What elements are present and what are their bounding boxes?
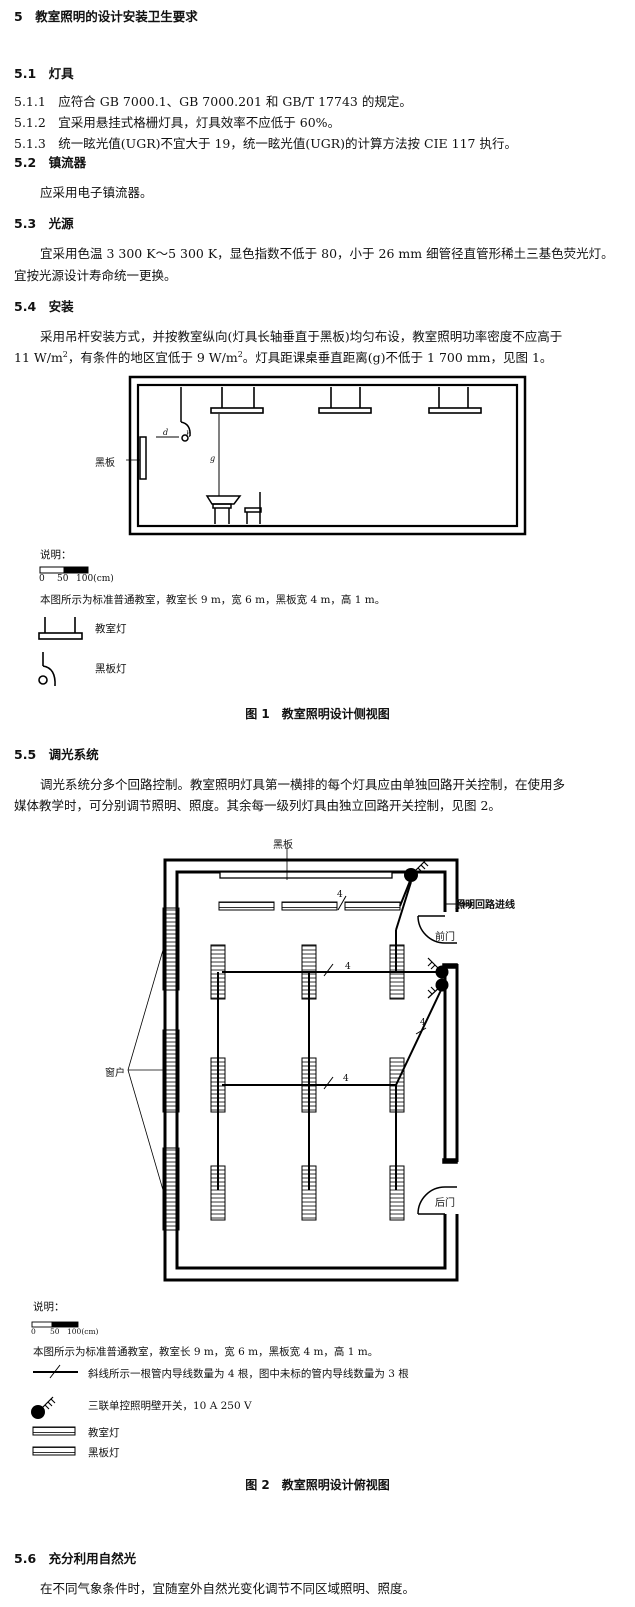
fig2-circuit-label: 照明回路进线 [455,900,515,911]
fig1-legend-classroom-lamp: 教室灯 [95,623,127,635]
fig1-legend-blackboard-lamp: 黑板灯 [95,663,127,675]
section-5-5-title: 5.5 调光系统 [14,747,99,762]
fig2-scale-50: 50 [50,1327,60,1336]
wire-slash-diag [415,1027,427,1035]
bb-wire-slash [337,895,347,911]
back-door-opening [443,1162,459,1214]
fig2-note: 本图所示为标准普通教室，教室长 9 m，宽 6 m，黑板宽 4 m，高 1 m。 [33,1346,379,1358]
fig1-scale-100: 100(cm) [76,574,114,584]
fig2-wire-label-bb: 4 [337,890,343,900]
section-5-3-text-2: 宜按光源设计寿命统一更换。 [14,268,177,283]
desk [205,495,242,524]
legend-wire-symbol [33,1364,78,1379]
section-5-5-text-1: 调光系统分多个回路控制。教室照明灯具第一横排的每个灯具应由单独回路开关控制，在使… [40,777,566,792]
fig2-legend-blackboard-lamp: 黑板灯 [88,1447,120,1459]
windows [162,907,180,1231]
section-5-5-text-2: 媒体教学时，可分别调节照明、照度。其余每一级列灯具由独立回路开关控制，见图 2。 [14,798,501,813]
fig1-label-g: g [210,454,216,463]
legend-blackboard-lamp-symbol [32,1446,76,1456]
clause-5-1-1: 5.1.1 应符合 GB 7000.1、GB 7000.201 和 GB/T 1… [14,94,412,109]
legend-switch-symbol [31,1396,56,1419]
window-leader-lines [127,949,164,1191]
figure-2-caption: 图 2 教室照明设计俯视图 [245,1478,390,1492]
fig2-legend-wire: 斜线所示一根管内导线数量为 4 根，图中未标的管内导线数量为 3 根 [88,1368,409,1380]
fig1-scale-0: 0 [39,574,45,584]
section-5-6-title: 5.6 充分利用自然光 [14,1551,137,1566]
section-5-3-text-1: 宜采用色温 3 300 K～5 300 K，显色指数不低于 80，小于 26 m… [40,246,614,261]
fig2-legend-title: 说明： [33,1301,65,1313]
figure-1-side-view [38,375,527,687]
figure-2-scale-bar [31,1321,79,1328]
fig2-blackboard-label: 黑板 [273,840,293,851]
fig1-scale-50: 50 [57,574,69,584]
wire-slash-row2 [323,1076,334,1090]
fig1-label-h: h [186,430,192,439]
fig1-blackboard-label: 黑板 [95,458,115,469]
figure-1-caption: 图 1 教室照明设计侧视图 [245,707,390,721]
section-5-2-text: 应采用电子镇流器。 [40,185,153,200]
legend-classroom-lamp-symbol [32,1426,76,1436]
blackboard-switch-icon [404,859,429,882]
fig2-wire-label-row1: 4 [345,962,351,972]
fig2-legend-classroom-lamp: 教室灯 [88,1427,120,1439]
chair [244,492,262,524]
section-5-4-text-2: 11 W/m2，有条件的地区宜低于 9 W/m2。灯具距课桌垂直距离(g)不低于… [14,349,553,365]
section-5-title: 5 教室照明的设计安装卫生要求 [14,9,198,24]
blackboard [219,871,393,879]
fig2-wire-label-row2: 4 [343,1074,349,1084]
fig2-front-door: 前门 [435,932,455,943]
section-5-2-title: 5.2 镇流器 [14,155,87,170]
fig1-legend-title: 说明： [40,549,72,561]
wire-slash-row1 [323,963,334,977]
classroom-lamp-2 [318,387,372,414]
fig1-label-d: d [163,428,169,437]
front-door-opening [443,912,459,964]
blackboard [139,436,147,480]
legend-blackboard-lamp-symbol [38,652,56,687]
blackboard-lamps [218,901,401,911]
figure-2-top-view [31,848,472,1456]
clause-5-1-3: 5.1.3 统一眩光值(UGR)不宜大于 19，统一眩光值(UGR)的计算方法按… [14,136,517,151]
room-outer-wall [128,375,527,536]
fig2-legend-switch: 三联单控照明壁开关，10 A 250 V [88,1400,252,1412]
fig2-back-door: 后门 [435,1198,455,1209]
wiring [217,881,443,1190]
section-5-4-title: 5.4 安装 [14,299,74,314]
fig2-window-label: 窗户 [105,1068,125,1079]
classroom-switch-icon [427,957,449,999]
legend-classroom-lamp-symbol [38,617,83,640]
fig2-wire-label-diag: 4 [420,1018,426,1028]
back-door [417,1158,458,1215]
clause-5-1-2: 5.1.2 宜采用悬挂式格栅灯具，灯具效率不应低于 60%。 [14,115,341,130]
figure-1-scale-bar [39,566,89,574]
section-5-3-title: 5.3 光源 [14,216,74,231]
blackboard-lamp [180,387,191,442]
section-5-6-text: 在不同气象条件时，宜随室外自然光变化调节不同区域照明、照度。 [40,1581,416,1596]
room-inner-wall [136,383,519,528]
classroom-lamp-1 [210,387,264,414]
classroom-lamp-3 [428,387,482,414]
fig1-note: 本图所示为标准普通教室，教室长 9 m，宽 6 m，黑板宽 4 m，高 1 m。 [40,594,386,606]
classroom-lamps [210,944,405,1221]
section-5-4-text-1: 采用吊杆安装方式，并按教室纵向(灯具长轴垂直于黑板)均匀布设，教室照明功率密度不… [40,329,563,344]
fig2-scale-100: 100(cm) [67,1327,99,1336]
fig2-scale-0: 0 [31,1327,36,1336]
section-5-1-title: 5.1 灯具 [14,66,74,81]
